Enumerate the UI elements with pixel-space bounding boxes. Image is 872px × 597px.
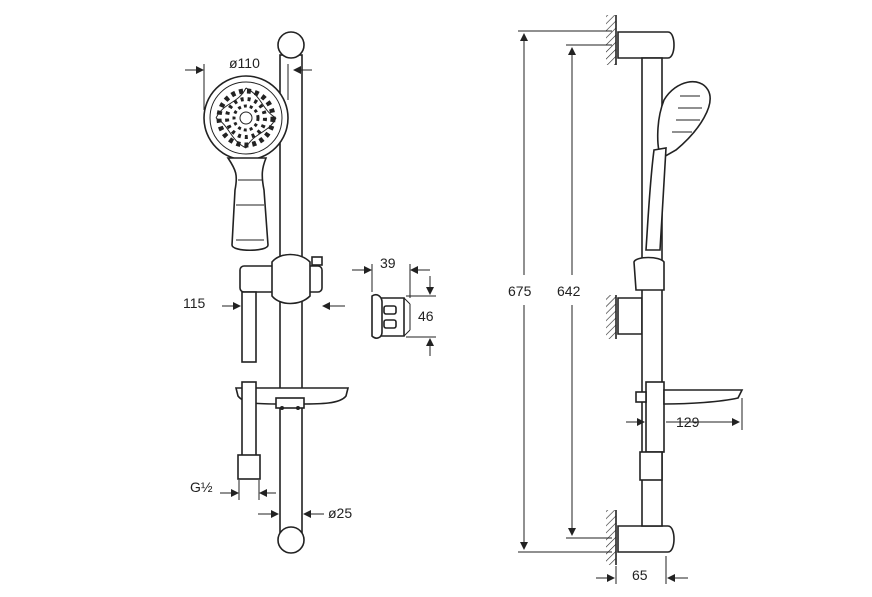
dim-rail-diameter: ø25	[328, 505, 352, 521]
dim-total-height: 675	[508, 283, 532, 299]
slider-holder	[239, 253, 323, 363]
dim-rail-length: 642	[557, 283, 581, 299]
middle-bracket	[617, 297, 643, 335]
rail-bottom-cap	[277, 526, 305, 554]
rail-top-cap	[277, 31, 305, 59]
side-soap-dish	[663, 389, 744, 405]
front-view: ø110 115 G½ ø25	[183, 31, 352, 554]
wall-hatch-top	[606, 15, 616, 65]
dim-holder-width: 39	[380, 255, 396, 271]
dim-holder-height: 46	[418, 308, 434, 324]
spray-pattern	[215, 87, 277, 149]
side-soap-support	[645, 381, 665, 453]
side-slider	[633, 256, 665, 291]
top-bracket	[617, 31, 675, 59]
dim-soap-dish-depth: 129	[676, 414, 700, 430]
shower-handle	[226, 157, 269, 252]
holder-detail: 39 46	[352, 255, 436, 356]
soap-dish	[234, 381, 350, 480]
dim-hose-offset: 115	[183, 295, 206, 311]
side-view: 675 642 129 65	[508, 15, 744, 584]
bottom-bracket	[617, 525, 675, 553]
side-shower-handle	[645, 147, 667, 251]
hand-shower	[203, 75, 289, 252]
dim-wall-offset: 65	[632, 567, 648, 583]
dim-thread: G½	[190, 479, 213, 495]
dim-head-diameter: ø110	[229, 55, 260, 71]
wall-hatch-mid	[606, 295, 616, 339]
